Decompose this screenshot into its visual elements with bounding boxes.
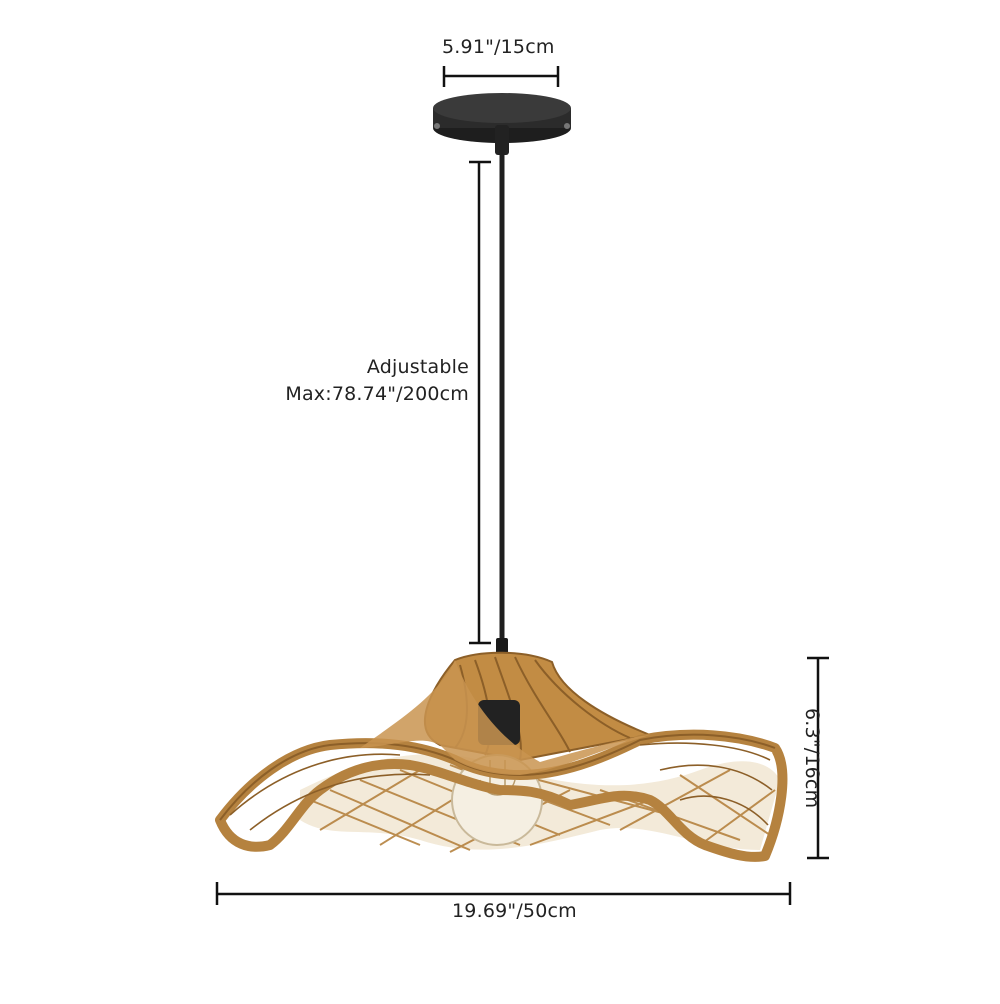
canopy-width-label: 5.91"/15cm	[442, 36, 555, 58]
cord-length-dimension-line	[469, 160, 491, 645]
ceiling-canopy	[433, 93, 571, 155]
shade-height-dimension-line	[807, 656, 829, 860]
shade-width-dimension-line	[215, 882, 792, 905]
cord-adjustable-label: Adjustable	[366, 356, 469, 378]
canopy-width-dimension-line	[442, 66, 560, 87]
shade-upper-surface	[360, 660, 650, 775]
shade-width-label: 19.69"/50cm	[452, 900, 577, 922]
cord-max-length-label: Max:78.74"/200cm	[285, 383, 469, 405]
rattan-shade	[215, 651, 788, 862]
shade-height-label: 6.3"/16cm	[801, 708, 823, 809]
